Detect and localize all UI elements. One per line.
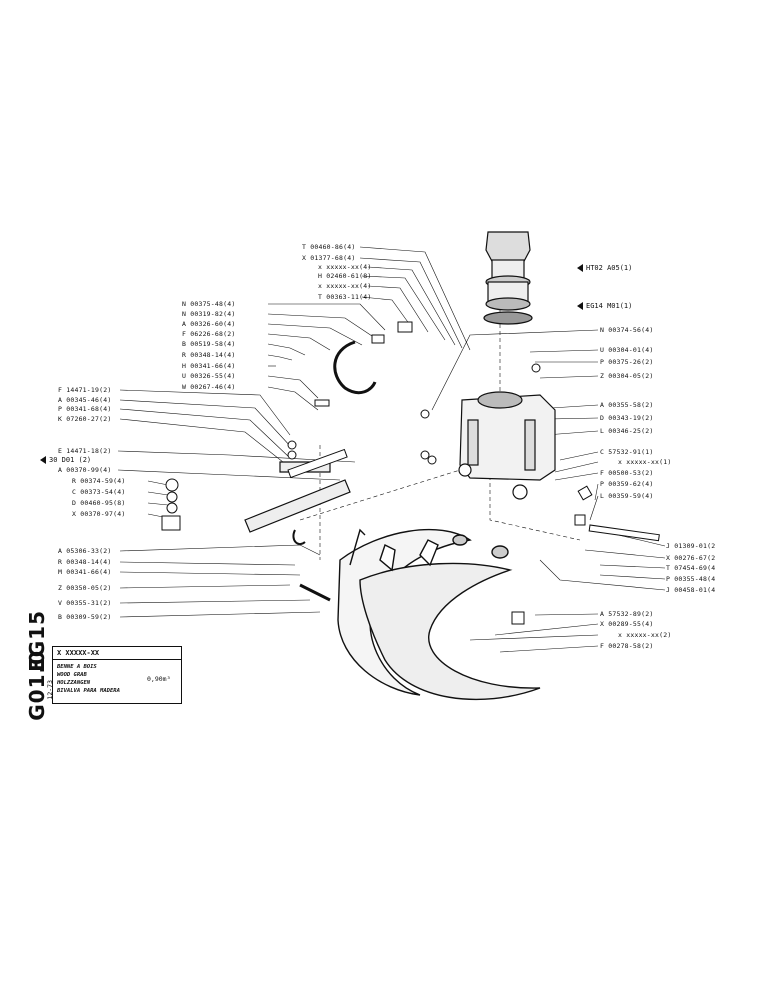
ref-adapter[interactable]: EG14 M01(1) bbox=[577, 302, 632, 310]
leader-line bbox=[359, 246, 471, 351]
part-label: E 14471-18(2) bbox=[58, 447, 112, 455]
part-label: J 00458-01(4 bbox=[666, 586, 716, 594]
page-code: G01.0 bbox=[25, 650, 49, 721]
part-label: A 57532-89(2) bbox=[600, 610, 654, 618]
part-label: X 00370-97(4) bbox=[72, 510, 126, 518]
part-label: D 00460-95(8) bbox=[72, 499, 126, 507]
arrow-left-icon bbox=[40, 456, 46, 464]
part-label: x xxxxx-xx(4) bbox=[318, 263, 372, 271]
part-label: N 00319-82(4) bbox=[182, 310, 236, 318]
part-label: P 00355-48(4 bbox=[666, 575, 716, 583]
part-label: B 00309-59(2) bbox=[58, 613, 112, 621]
part-label: X 01377-68(4) bbox=[302, 254, 356, 262]
part-label: A 05306-33(2) bbox=[58, 547, 112, 555]
part-label: F 14471-19(2) bbox=[58, 386, 112, 394]
part-label: A 00345-46(4) bbox=[58, 396, 112, 404]
part-label: P 00359-62(4) bbox=[600, 480, 654, 488]
part-label: L 00346-25(2) bbox=[600, 427, 654, 435]
grab-claws bbox=[337, 528, 541, 701]
part-label: B 00519-58(4) bbox=[182, 340, 236, 348]
part-label: C 57532-91(1) bbox=[600, 448, 654, 456]
part-label: F 00278-58(2) bbox=[600, 642, 654, 650]
part-label: R 00348-14(4) bbox=[182, 351, 236, 359]
ref-cylinder[interactable]: 30 D01 (2) bbox=[40, 456, 91, 464]
part-label: C 00373-54(4) bbox=[72, 488, 126, 496]
rotator-unit bbox=[483, 231, 533, 325]
part-label: Z 00350-05(2) bbox=[58, 584, 112, 592]
part-label: X 00276-67(2 bbox=[666, 554, 716, 562]
description-es: BIVALVA PARA MADERA bbox=[57, 688, 120, 694]
part-label: P 00341-68(4) bbox=[58, 405, 112, 413]
hydraulic-hose bbox=[333, 340, 377, 395]
part-label: F 06226-68(2) bbox=[182, 330, 236, 338]
description-fr: BENNE A BOIS bbox=[57, 664, 97, 670]
part-label: U 00326-55(4) bbox=[182, 372, 236, 380]
part-label: x xxxxx-xx(4) bbox=[318, 282, 372, 290]
title-divider bbox=[53, 659, 181, 660]
part-label: J 01309-01(2 bbox=[666, 542, 716, 550]
part-label: M 00341-66(4) bbox=[58, 568, 112, 576]
part-label: K 07260-27(2) bbox=[58, 415, 112, 423]
part-label: A 00370-99(4) bbox=[58, 466, 112, 474]
grab-frame bbox=[458, 391, 556, 500]
part-label: N 00375-48(4) bbox=[182, 300, 236, 308]
part-label: A 00355-58(2) bbox=[600, 401, 654, 409]
part-label: x xxxxx-xx(1) bbox=[618, 458, 672, 466]
arrow-left-icon bbox=[577, 302, 583, 310]
capacity: 0,90m³ bbox=[147, 675, 171, 683]
part-label: T 07454-69(4 bbox=[666, 564, 716, 572]
part-label: R 00348-14(4) bbox=[58, 558, 112, 566]
part-label: V 00355-31(2) bbox=[58, 599, 112, 607]
ref-rotator[interactable]: HT02 A05(1) bbox=[577, 264, 632, 272]
part-label: D 00343-19(2) bbox=[600, 414, 654, 422]
title-block: X XXXXX-XX BENNE A BOIS WOOD GRAB HOLZZA… bbox=[52, 646, 182, 704]
part-label: W 00267-46(4) bbox=[182, 383, 236, 391]
description-en: WOOD GRAB bbox=[57, 672, 87, 678]
part-label: H 02460-61(8) bbox=[318, 272, 372, 280]
part-label: L 00359-59(4) bbox=[600, 492, 654, 500]
part-label: P 00375-26(2) bbox=[600, 358, 654, 366]
part-label: A 00326-60(4) bbox=[182, 320, 236, 328]
part-label: X 00289-55(4) bbox=[600, 620, 654, 628]
part-label: T 00363-11(4) bbox=[318, 293, 372, 301]
part-label: U 00304-01(4) bbox=[600, 346, 654, 354]
part-label: x xxxxx-xx(2) bbox=[618, 631, 672, 639]
small-parts bbox=[161, 321, 660, 625]
part-label: F 00500-53(2) bbox=[600, 469, 654, 477]
part-label: H 00341-66(4) bbox=[182, 362, 236, 370]
part-label: N 00374-56(4) bbox=[600, 326, 654, 334]
part-label: R 00374-59(4) bbox=[72, 477, 126, 485]
description-de: HOLZZANGEN bbox=[57, 680, 91, 686]
part-label: T 00460-86(4) bbox=[302, 243, 356, 251]
arrow-left-icon bbox=[577, 264, 583, 272]
part-label: Z 00304-05(2) bbox=[600, 372, 654, 380]
part-number: X XXXXX-XX bbox=[57, 649, 100, 657]
